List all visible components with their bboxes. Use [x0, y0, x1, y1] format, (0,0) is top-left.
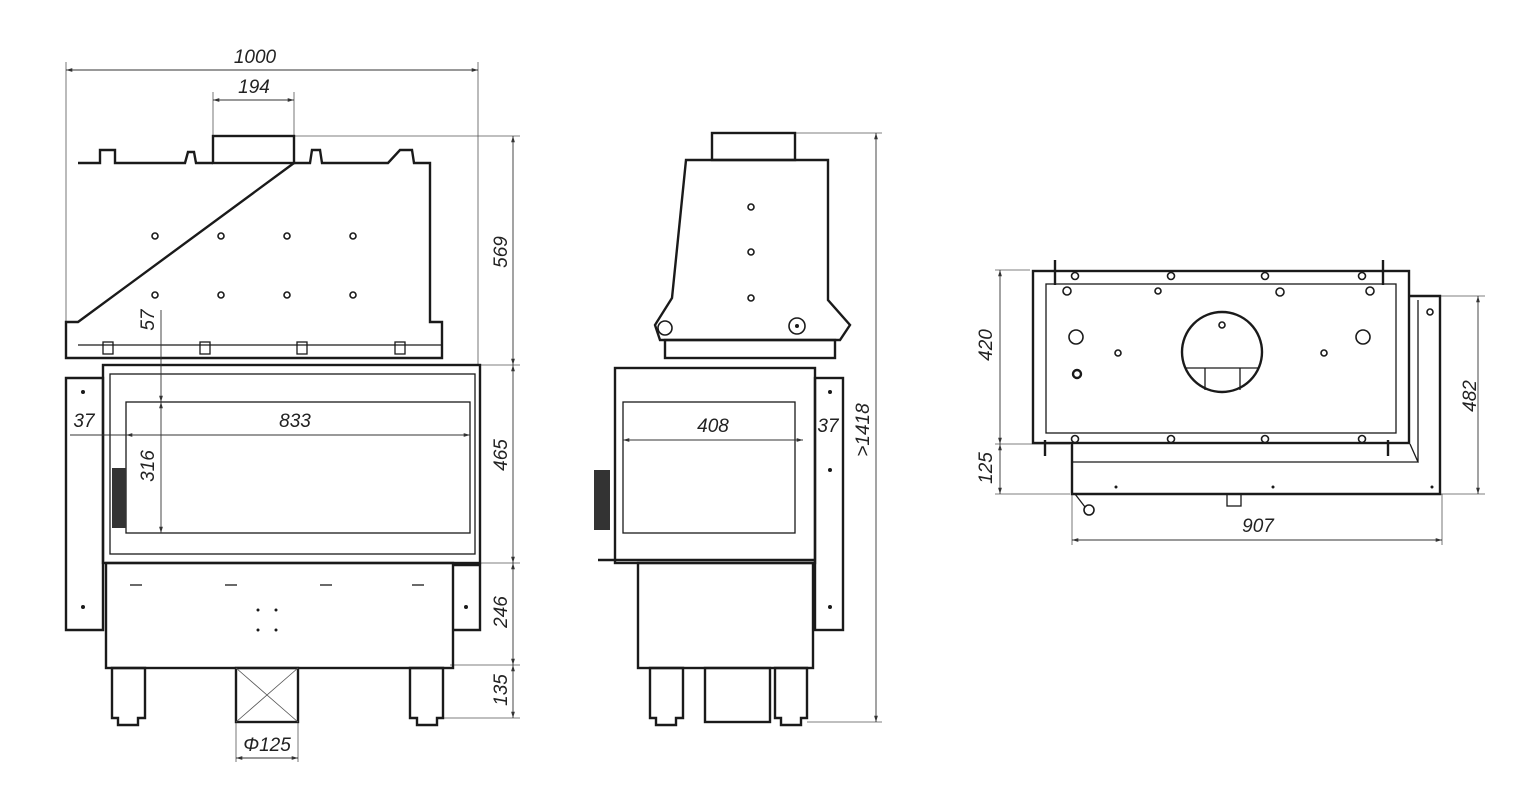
door-handle — [594, 470, 610, 530]
dim-overall-width: 1000 — [234, 47, 277, 68]
side-view: 408 37 >1418 — [594, 131, 882, 727]
dim-front-extension: 125 — [976, 452, 997, 484]
dim-upper-height: 569 — [491, 236, 512, 268]
air-grille — [112, 468, 126, 528]
bolt-holes — [151, 232, 357, 299]
dim-side-depth: 482 — [1460, 380, 1481, 412]
dim-firebox-height: 465 — [491, 439, 512, 471]
dim-depth: 420 — [976, 329, 997, 361]
dim-glass-offset: 57 — [138, 308, 159, 331]
dim-side-offset: 37 — [73, 411, 96, 432]
dim-side-offset: 37 — [817, 416, 840, 437]
dim-lower-height: 246 — [491, 596, 512, 629]
top-view: 420 125 482 907 — [976, 260, 1485, 545]
leg — [408, 666, 445, 727]
front-view: 1000 194 569 465 246 135 57 316 37 833 Φ… — [64, 47, 520, 762]
dim-leg-height: 135 — [491, 674, 512, 706]
flue-outlet — [234, 666, 300, 724]
dim-total-height: >1418 — [853, 403, 874, 457]
dim-width: 907 — [1242, 516, 1275, 537]
dim-glass-height: 316 — [138, 450, 159, 482]
dim-side-glass-width: 408 — [697, 416, 729, 437]
dim-glass-width: 833 — [279, 411, 311, 432]
dim-flue-diameter: Φ125 — [243, 735, 291, 756]
leg — [110, 666, 147, 727]
dim-flue-width: 194 — [238, 77, 270, 98]
flue-opening — [1180, 310, 1264, 394]
